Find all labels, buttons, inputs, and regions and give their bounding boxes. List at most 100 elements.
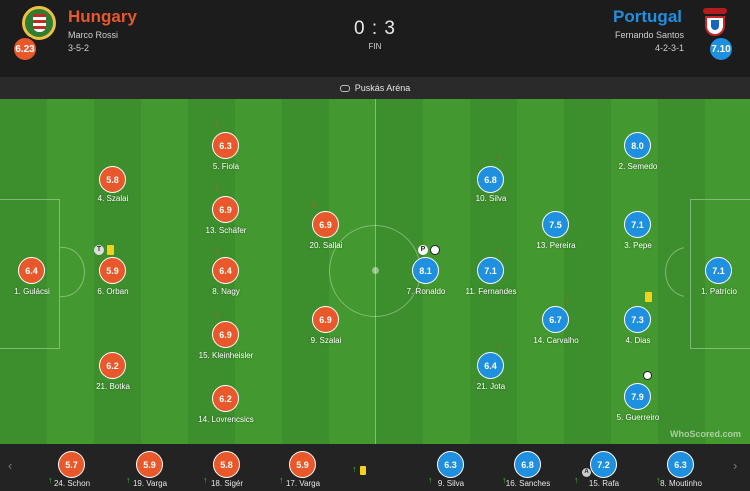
yellow-card-icon xyxy=(107,245,114,255)
sub-on-arrow-icon: ↑ xyxy=(203,475,208,485)
stadium-icon xyxy=(339,84,350,92)
away-team-rating: 7.10 xyxy=(708,36,734,62)
match-score: 0 : 3 xyxy=(354,18,396,39)
penalty-icon: P xyxy=(418,245,428,255)
player-name[interactable]: 5. Fiola xyxy=(212,162,240,171)
player-name[interactable]: 3. Pepe xyxy=(624,241,652,250)
yellow-card-icon xyxy=(645,292,652,302)
sub-name[interactable]: 19. Varga xyxy=(132,479,168,488)
player-rating[interactable]: 6.8 xyxy=(477,166,504,193)
away-team-name[interactable]: Portugal xyxy=(613,7,682,26)
sub-off-arrow-icon: ↓ xyxy=(214,244,220,255)
player-name[interactable]: 10. Silva xyxy=(475,194,507,203)
player-rating[interactable]: 6.9 xyxy=(312,306,339,333)
sub-name[interactable]: 18. Sigér xyxy=(210,479,244,488)
sub-name[interactable]: 24. Schon xyxy=(53,479,91,488)
player-name[interactable]: 20. Sallai xyxy=(309,241,343,250)
player-rating[interactable]: 6.9 xyxy=(212,321,239,348)
player-rating[interactable]: 5.8 xyxy=(99,166,126,193)
player-rating[interactable]: 7.1 xyxy=(624,211,651,238)
player-rating[interactable]: 8.1 xyxy=(412,257,439,284)
sub-rating[interactable]: 5.9 xyxy=(136,451,163,478)
sub-off-arrow-icon: ↓ xyxy=(214,119,220,130)
sub-on-arrow-icon: ↑ xyxy=(656,475,661,485)
player-name[interactable]: 9. Szalai xyxy=(310,336,342,345)
player-name[interactable]: 13. Pereira xyxy=(536,241,576,250)
player-name[interactable]: 1. Patrício xyxy=(700,287,738,296)
sub-rating[interactable]: 5.9 xyxy=(289,451,316,478)
scroll-right-icon[interactable]: › xyxy=(733,458,738,473)
sub-name[interactable]: 15. Rafa xyxy=(588,479,620,488)
center-spot xyxy=(372,267,379,274)
sub-name[interactable]: 17. Varga xyxy=(285,479,321,488)
sub-off-arrow-icon: ↓ xyxy=(496,339,502,350)
player-name[interactable]: 1. Gulácsi xyxy=(14,287,50,296)
player-name[interactable]: 14. Lovrencsics xyxy=(198,415,254,424)
player-rating[interactable]: 6.4 xyxy=(477,352,504,379)
sub-name[interactable]: 9. Silva xyxy=(437,479,465,488)
player-rating[interactable]: 6.3 xyxy=(212,132,239,159)
player-rating[interactable]: 6.4 xyxy=(212,257,239,284)
player-name[interactable]: 15. Kleinheisler xyxy=(198,351,254,360)
player-rating[interactable]: 7.5 xyxy=(542,211,569,238)
player-name[interactable]: 21. Jota xyxy=(476,382,506,391)
player-rating[interactable]: 7.1 xyxy=(477,257,504,284)
sub-rating[interactable]: 6.8 xyxy=(514,451,541,478)
left-penalty-box xyxy=(0,199,60,349)
goal-ball-icon xyxy=(430,245,440,255)
sub-off-arrow-icon: ↓ xyxy=(214,183,220,194)
player-rating[interactable]: 6.2 xyxy=(99,352,126,379)
goal-ball-icon xyxy=(643,371,652,380)
home-team-name[interactable]: Hungary xyxy=(68,7,137,26)
player-rating[interactable]: 5.9 xyxy=(99,257,126,284)
home-manager: Marco Rossi xyxy=(68,30,119,40)
player-name[interactable]: 5. Guerreiro xyxy=(616,413,660,422)
sub-name[interactable]: 16. Sanches xyxy=(505,479,551,488)
player-rating[interactable]: 6.4 xyxy=(18,257,45,284)
sub-off-arrow-icon: ↓ xyxy=(496,244,502,255)
player-rating[interactable]: 6.9 xyxy=(212,196,239,223)
player-name[interactable]: 6. Orban xyxy=(97,287,129,296)
away-manager: Fernando Santos xyxy=(614,30,684,40)
sub-rating[interactable]: 7.2 xyxy=(590,451,617,478)
pitch: 6.4 1. Gulácsi 5.8 4. Szalai 5.9 6. Orba… xyxy=(0,99,750,444)
player-rating[interactable]: 6.2 xyxy=(212,385,239,412)
player-rating[interactable]: 8.0 xyxy=(624,132,651,159)
player-rating[interactable]: 6.7 xyxy=(542,306,569,333)
player-name[interactable]: 13. Schäfer xyxy=(205,226,247,235)
sub-on-arrow-icon: ↑ xyxy=(428,475,433,485)
player-name[interactable]: 4. Dias xyxy=(625,336,651,345)
sub-rating[interactable]: 5.8 xyxy=(213,451,240,478)
player-name[interactable]: 8. Nagy xyxy=(212,287,240,296)
match-header: 6.23 Hungary Marco Rossi 3-5-2 0 : 3 FIN… xyxy=(0,0,750,77)
sub-off-arrow-icon: ↓ xyxy=(496,152,502,163)
substitutes-bar: ‹ › 5.7 ↑ 24. Schon 5.9 ↑ 19. Varga 5.8 … xyxy=(0,444,750,491)
venue-bar: Puskás Aréna xyxy=(0,77,750,99)
assist-icon: A xyxy=(582,468,591,477)
sub-rating[interactable]: 6.3 xyxy=(667,451,694,478)
venue-name: Puskás Aréna xyxy=(354,83,411,93)
player-rating[interactable]: 7.1 xyxy=(705,257,732,284)
player-rating[interactable]: 7.9 xyxy=(624,383,651,410)
player-rating[interactable]: 7.3 xyxy=(624,306,651,333)
player-name[interactable]: 21. Botka xyxy=(96,382,130,391)
sub-rating[interactable]: 5.7 xyxy=(58,451,85,478)
scroll-left-icon[interactable]: ‹ xyxy=(8,458,13,473)
sub-name[interactable]: 8. Moutinho xyxy=(660,479,702,488)
sub-off-arrow-icon: ↓ xyxy=(214,308,220,319)
player-name[interactable]: 14. Carvalho xyxy=(533,336,579,345)
sub-off-arrow-icon: ↓ xyxy=(311,199,317,210)
sub-on-arrow-icon: ↑ xyxy=(48,475,53,485)
sub-on-arrow-icon: ↑ xyxy=(279,475,284,485)
hungary-crest-icon xyxy=(22,6,56,40)
player-name[interactable]: 2. Semedo xyxy=(618,162,658,171)
player-rating[interactable]: 6.9 xyxy=(312,211,339,238)
player-name[interactable]: 4. Szalai xyxy=(97,194,129,203)
player-name[interactable]: 11. Fernandes xyxy=(465,287,517,296)
sub-rating[interactable]: 6.3 xyxy=(437,451,464,478)
sub-off-arrow-icon: ↓ xyxy=(564,293,570,304)
yellow-card-icon xyxy=(360,466,366,475)
captain-icon: T xyxy=(94,245,104,255)
player-name[interactable]: 7. Ronaldo xyxy=(406,287,446,296)
sub-on-arrow-icon: ↑ xyxy=(126,475,131,485)
